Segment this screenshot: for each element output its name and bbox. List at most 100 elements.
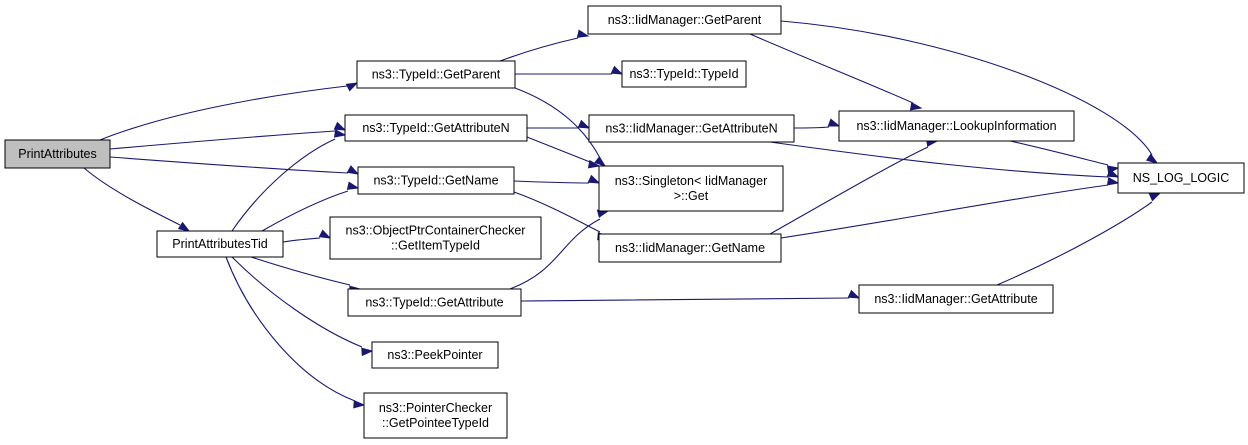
edge-line [250,256,351,286]
edge-line [513,180,590,184]
edge-line [499,37,579,62]
node-box [347,288,522,317]
edge-line [514,87,601,159]
edge-line [83,167,181,226]
edge-line [99,85,348,141]
node-typeid-getattributen[interactable]: ns3::TypeId::GetAttributeN [344,114,528,142]
edge-TypeId_GetAttribute-to-Singleton_Get [509,209,610,290]
node-ns-log-logic[interactable]: NS_LOG_LOGIC [1117,162,1245,194]
node-box [838,110,1075,142]
edge-line [282,237,321,243]
node-printattributes[interactable]: PrintAttributes [4,139,111,169]
node-box [156,230,284,258]
node-label: ns3::PointerChecker [379,401,492,415]
edge-TypeId_GetName-to-Singleton_Get [513,174,601,184]
edge-line [520,297,850,302]
arrowhead-icon [909,102,923,111]
edge-IidManager_GetAttributeN-to-IidManager_LookupInformation [793,118,841,129]
edge-TypeId_GetAttribute-to-IidManager_GetAttribute [520,289,861,302]
node-iidmanager-getattributen[interactable]: ns3::IidManager::GetAttributeN [588,114,795,143]
arrowhead-icon [1148,192,1162,202]
node-pointerchecker-getpointeetypeid[interactable]: ns3::PointerChecker::GetPointeeTypeId [363,392,508,439]
edge-line [513,191,601,233]
node-label: ns3::IidManager::LookupInformation [856,119,1056,133]
edge-TypeId_GetAttributeN-to-IidManager_GetAttributeN [526,119,591,129]
edge-PrintAttributesTid-to-TypeId_GetAttribute [250,256,362,295]
node-box [598,233,782,263]
arrowhead-icon [1106,177,1120,186]
arrowhead-icon [346,165,360,175]
node-iidmanager-getattribute[interactable]: ns3::IidManager::GetAttribute [858,284,1054,314]
node-iidmanager-getparent[interactable]: ns3::IidManager::GetParent [587,5,782,35]
node-iidmanager-lookupinformation[interactable]: ns3::IidManager::LookupInformation [838,110,1075,142]
edge-TypeId_GetParent-to-Singleton_Get [514,87,607,167]
node-label: ns3::TypeId::GetParent [372,68,501,82]
arrowhead-icon [587,174,601,184]
node-typeid-getparent[interactable]: ns3::TypeId::GetParent [356,60,516,89]
edge-IidManager_GetAttributeN-to-NS_LOG_LOGIC [769,141,1120,178]
node-iidmanager-getname[interactable]: ns3::IidManager::GetName [598,233,782,263]
node-label: ns3::TypeId::GetAttribute [365,296,503,310]
arrowhead-icon [333,121,347,131]
edge-PrintAttributes-to-PrintAttributesTid [83,167,191,232]
node-label: ns3::TypeId::GetAttributeN [362,121,509,135]
edge-line [225,256,356,402]
edge-line [769,146,929,235]
node-label: ::GetItemTypeId [391,239,480,253]
edge-PrintAttributes-to-TypeId_GetName [109,156,360,175]
edge-line [509,218,601,290]
node-typeid-typeid[interactable]: ns3::TypeId::TypeId [621,60,747,88]
edge-PrintAttributes-to-TypeId_GetAttributeN [109,121,347,150]
edge-IidManager_GetParent-to-NS_LOG_LOGIC [780,20,1159,164]
edge-line [769,141,1109,178]
edge-line [231,256,363,348]
edge-TypeId_GetParent-to-TypeId_TypeId [515,65,624,75]
arrowhead-icon [333,129,347,138]
node-objectptrcontainerchecker-getitemtypeid[interactable]: ns3::ObjectPtrContainerChecker::GetItemT… [329,216,542,260]
node-typeid-getname[interactable]: ns3::TypeId::GetName [357,166,515,195]
edge-line [996,201,1153,286]
node-box [363,392,508,439]
arrowhead-icon [1145,153,1159,164]
edge-line [231,138,336,232]
node-box [357,166,515,195]
edge-PrintAttributesTid-to-PeekPointer [231,256,374,357]
node-box [356,60,516,89]
node-singleton-get[interactable]: ns3::Singleton< IidManager>::Get [598,165,784,212]
node-label: >::Get [674,189,709,203]
node-label: ns3::TypeId::GetName [373,174,498,188]
edge-line [526,136,591,163]
arrowhead-icon [587,159,601,169]
edge-PrintAttributesTid-to-TypeId_GetAttributeN [231,129,347,232]
node-label: ns3::TypeId::TypeId [629,67,738,81]
node-peekpointer[interactable]: ns3::PeekPointer [371,341,499,369]
arrowhead-icon [345,82,359,92]
nodes-layer: PrintAttributesPrintAttributesTidns3::Ty… [4,5,1245,439]
node-label: ns3::PeekPointer [387,348,482,362]
arrowhead-icon [361,347,374,357]
arrowhead-icon [318,229,332,239]
node-typeid-getattribute[interactable]: ns3::TypeId::GetAttribute [347,288,522,317]
edges-layer [83,20,1162,409]
node-label: ns3::ObjectPtrContainerChecker [346,224,526,238]
node-box [858,284,1054,314]
node-label: ns3::IidManager::GetAttributeN [605,122,777,136]
arrowhead-icon [576,29,590,38]
edge-IidManager_GetName-to-NS_LOG_LOGIC [780,177,1120,239]
node-label: PrintAttributes [18,147,97,161]
edge-line [261,190,349,232]
arrowhead-icon [610,65,624,75]
node-box [587,5,782,35]
arrowhead-icon [353,399,366,409]
arrowhead-icon [577,119,591,129]
edge-TypeId_GetAttributeN-to-Singleton_Get [526,136,601,169]
arrowhead-icon [847,289,861,299]
node-printattributestid[interactable]: PrintAttributesTid [156,230,284,258]
edge-line [749,33,914,104]
node-label: PrintAttributesTid [172,237,267,251]
node-label: ns3::Singleton< IidManager [615,174,768,188]
node-box [344,114,528,142]
edge-IidManager_LookupInformation-to-NS_LOG_LOGIC [1009,140,1120,174]
arrowhead-icon [177,221,191,232]
edge-line [780,20,1153,156]
